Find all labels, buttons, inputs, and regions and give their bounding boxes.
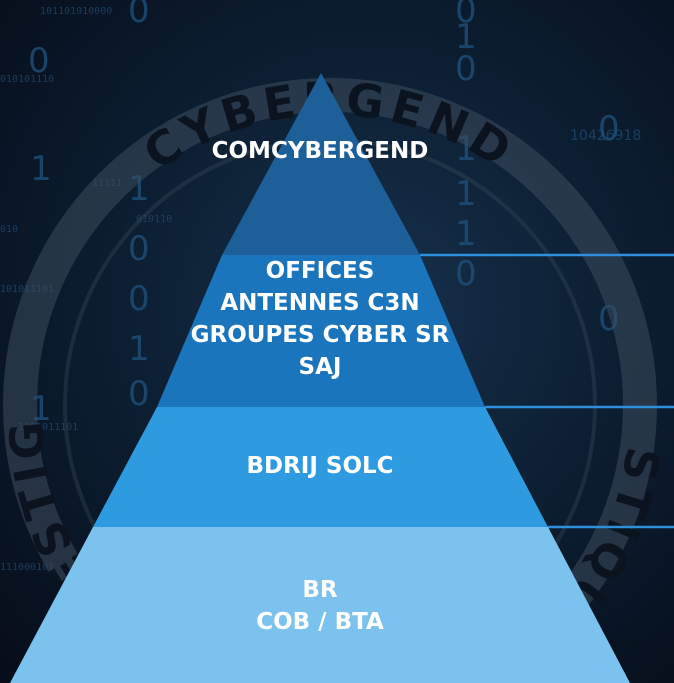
bg-digit: 0 [28, 41, 50, 81]
bg-digit: 1 [30, 149, 52, 189]
bg-digit: 0 [128, 0, 150, 31]
pyramid-level-base-label: BR COB / BTA [0, 574, 640, 638]
bg-digit: 0 [128, 229, 150, 269]
bg-digit: 0 [128, 279, 150, 319]
pyramid-level-second-label: OFFICES ANTENNES C3N GROUPES CYBER SR SA… [0, 255, 640, 383]
bg-digit: 0 [128, 374, 150, 414]
bg-digit: 1 [455, 17, 477, 57]
pyramid-level-top-label: COMCYBERGEND [0, 135, 640, 167]
bg-number-text: 10426918 [570, 128, 641, 144]
bg-binary-string: 1101011101 [18, 422, 78, 433]
bg-binary-string: 010101110 [0, 74, 54, 85]
bg-digit: 1 [455, 214, 477, 254]
level-text-line: SAJ [298, 354, 342, 380]
bg-binary-string: 101101010000 [40, 6, 112, 17]
bg-digit: 0 [455, 0, 477, 31]
pyramid-level-third-label: BDRIJ SOLC [0, 450, 640, 482]
level-text-line: GROUPES CYBER SR [190, 322, 450, 348]
level-text-line: BDRIJ SOLC [246, 453, 394, 479]
bg-binary-string: 111000101 [0, 562, 54, 573]
bg-binary-string: 010110 [136, 214, 172, 225]
bg-digit: 0 [455, 49, 477, 89]
pyramid-level-third [93, 407, 548, 527]
pyramid-level-base [10, 527, 630, 683]
bg-digit: 0 [455, 254, 477, 294]
pyramid-level-second [157, 255, 485, 407]
bg-binary-string: 010 [0, 224, 18, 235]
pyramid-level-top [222, 73, 420, 255]
level-text-line: ANTENNES C3N [220, 290, 420, 316]
bg-digit: 1 [128, 329, 150, 369]
bg-digit: 0 [598, 109, 620, 149]
level-text-line: BR [302, 577, 338, 603]
level-text-line: OFFICES [265, 258, 375, 284]
bg-digit: 1 [455, 174, 477, 214]
binary-digit-layer: 0 0 0 1 0 1 1 1 0 1 0 0 1 0 1 0 0 1 1011… [0, 0, 641, 593]
level-text-line: COMCYBERGEND [211, 138, 429, 164]
level-text-line: COB / BTA [256, 609, 384, 635]
